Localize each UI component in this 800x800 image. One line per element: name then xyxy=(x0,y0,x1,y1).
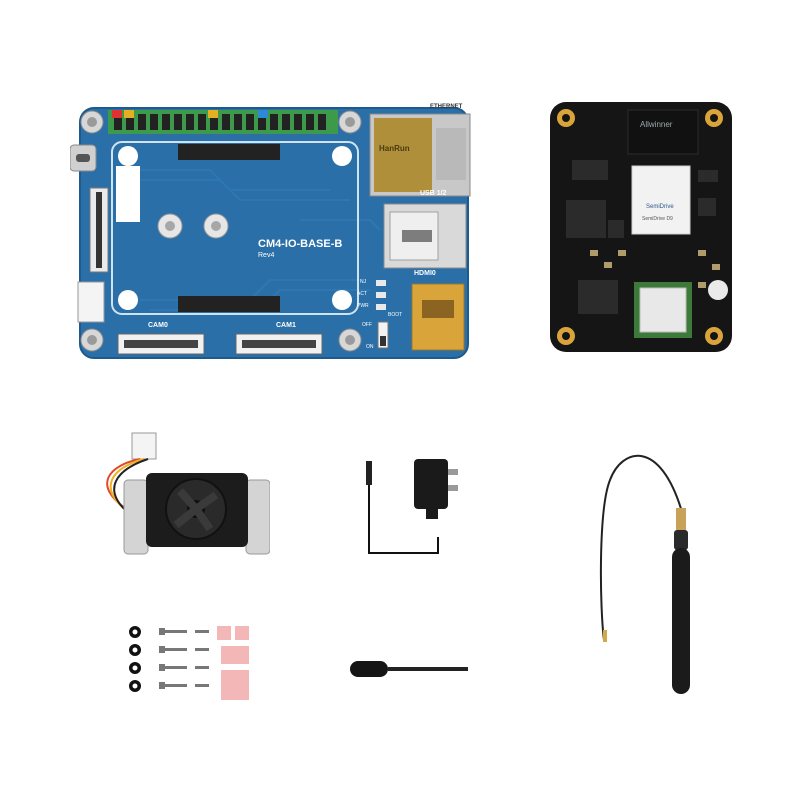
on-label: ON xyxy=(366,344,374,350)
screwdriver xyxy=(348,655,473,685)
usb-label: USB 1/2 xyxy=(420,190,447,197)
hdmi-label: HDMI0 xyxy=(414,270,436,277)
power-adapter xyxy=(360,455,460,560)
cm4-io-base-board: CM4-IO-BASE-B Rev4 ETHERNET HanRun USB 1… xyxy=(69,100,480,365)
boot-label: BOOT xyxy=(388,312,403,318)
hanrun-label: HanRun xyxy=(379,144,410,153)
board-rev: Rev4 xyxy=(258,252,275,259)
gpio-header xyxy=(108,110,338,134)
led-label-act: ACT xyxy=(357,291,367,297)
cooling-fan xyxy=(70,425,271,560)
led-label-pwr: PWR xyxy=(357,303,369,309)
hardware-kit xyxy=(125,618,260,708)
cam0-label: CAM0 xyxy=(148,322,168,329)
off-label: OFF xyxy=(362,322,372,328)
cam1-label: CAM1 xyxy=(276,322,296,329)
wifi-antenna xyxy=(590,440,700,700)
ethernet-port xyxy=(369,113,471,197)
chip-brand: SemiDrive xyxy=(646,204,674,210)
chip-model: SemiDrive D9 xyxy=(642,216,673,222)
compute-module: Allwinner SemiDrive SemiDrive D9 xyxy=(548,100,734,356)
soc-brand: Allwinner xyxy=(640,120,673,129)
usb-port xyxy=(383,203,467,269)
led-label-nj: NJ xyxy=(360,279,367,285)
board-title: CM4-IO-BASE-B xyxy=(258,238,343,250)
ethernet-label: ETHERNET xyxy=(430,104,463,110)
hdmi-port xyxy=(411,283,465,351)
mounting-hole xyxy=(80,110,362,352)
